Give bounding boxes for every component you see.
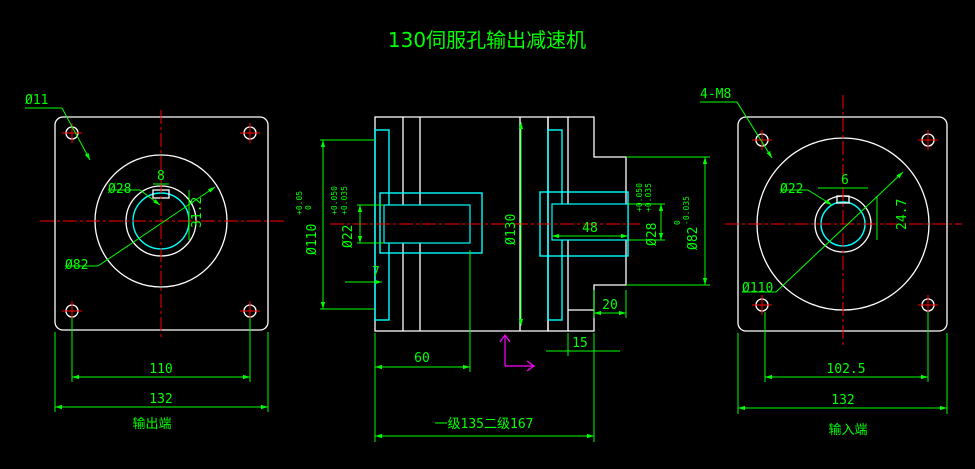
right-key-depth-label: 24.7 — [895, 199, 910, 230]
left-width-label: 132 — [149, 392, 172, 407]
output-bore-label: Ø22 — [341, 225, 356, 248]
right-holes-label: 4-M8 — [700, 87, 731, 102]
right-view-caption: 输入端 — [828, 422, 867, 438]
left-key-depth-label: 31.2 — [190, 197, 205, 228]
left-key-width-label: 8 — [157, 169, 165, 184]
right-pcd-label: 102.5 — [826, 362, 865, 377]
svg-text:+0.050: +0.050 — [635, 183, 644, 212]
svg-text:0: 0 — [673, 220, 682, 225]
middle-view: Ø110 +0.05 0 Ø22 +0.050 +0.035 7 Ø130 48… — [295, 116, 710, 442]
dim-15-label: 15 — [572, 336, 588, 351]
svg-text:+0.035: +0.035 — [340, 186, 349, 215]
drawing-title: 130伺服孔输出减速机 — [388, 28, 586, 52]
svg-text:0: 0 — [304, 205, 313, 210]
output-pilot-label: Ø110 — [305, 224, 320, 255]
left-boss-label: Ø82 — [65, 258, 88, 273]
left-view-caption: 输出端 — [132, 416, 171, 432]
ucs-y-arrow — [499, 333, 511, 343]
svg-text:+0.050: +0.050 — [330, 186, 339, 215]
dim-60-label: 60 — [414, 351, 430, 366]
left-bore-label: Ø28 — [108, 182, 131, 197]
svg-text:+0.035: +0.035 — [644, 183, 653, 212]
right-bore-label: Ø22 — [780, 182, 803, 197]
right-pcd-circle-label: Ø110 — [742, 281, 773, 296]
svg-text:+0.05: +0.05 — [295, 191, 304, 215]
output-shaft-section — [379, 192, 483, 254]
input-bore-label: Ø28 — [645, 223, 660, 246]
right-view: 4-M8 Ø22 6 24.7 Ø110 102.5 132 输入端 — [700, 87, 962, 438]
dim-7-label: 7 — [372, 265, 380, 280]
right-width-label: 132 — [831, 393, 854, 408]
left-pcd-label: 110 — [149, 362, 172, 377]
housing-dia-label: Ø130 — [504, 214, 519, 245]
input-pilot-label: Ø82 — [686, 227, 701, 250]
dim-20-label: 20 — [602, 298, 618, 313]
ucs-x-arrow — [526, 360, 536, 372]
dim-48-label: 48 — [582, 221, 598, 236]
svg-text:-0.035: -0.035 — [682, 196, 691, 225]
right-key-width-label: 6 — [841, 173, 849, 188]
overall-length-label: 一级135二级167 — [435, 417, 534, 432]
left-view: Ø11 Ø28 8 31.2 Ø82 110 132 输出端 — [25, 93, 285, 432]
left-hole-dia-label: Ø11 — [25, 93, 48, 108]
